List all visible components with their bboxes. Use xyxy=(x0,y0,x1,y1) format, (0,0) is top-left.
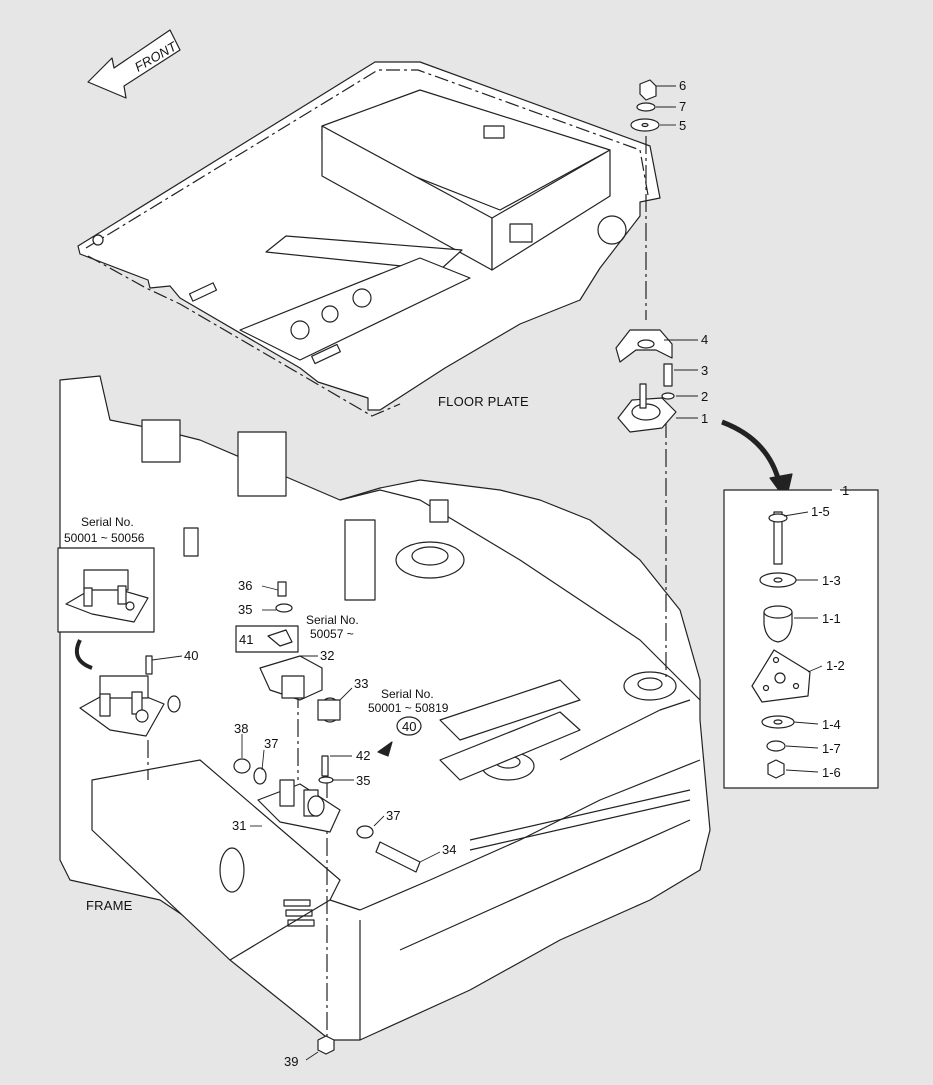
callout-1-1: 1-1 xyxy=(822,611,841,626)
callout-4: 4 xyxy=(701,332,708,347)
callout-1-5: 1-5 xyxy=(811,504,830,519)
callout-1-3: 1-3 xyxy=(822,573,841,588)
callout-1-6: 1-6 xyxy=(822,765,841,780)
leader-lines xyxy=(151,85,823,1061)
frame-label: FRAME xyxy=(86,898,133,913)
callout-39: 39 xyxy=(284,1054,298,1069)
callout-37-right: 37 xyxy=(386,808,400,823)
callout-1-4: 1-4 xyxy=(822,717,841,732)
callout-6: 6 xyxy=(679,78,686,93)
callout-35-bottom: 35 xyxy=(356,773,370,788)
callout-33: 33 xyxy=(354,676,368,691)
serial-right-line2: 50001 ~ 50819 xyxy=(368,701,449,715)
callout-31: 31 xyxy=(232,818,246,833)
callout-3: 3 xyxy=(701,363,708,378)
serial-right-line1: Serial No. xyxy=(381,687,434,701)
callout-36: 36 xyxy=(238,578,252,593)
serial-mid-line2: 50057 ~ xyxy=(310,627,354,641)
frame-drawing xyxy=(59,375,711,1041)
callout-41: 41 xyxy=(239,632,253,647)
callout-1-2: 1-2 xyxy=(826,658,845,673)
callout-38: 38 xyxy=(234,721,248,736)
callout-34: 34 xyxy=(442,842,456,857)
callout-40-ring xyxy=(396,716,422,736)
callout-42: 42 xyxy=(356,748,370,763)
serial-mid-line1: Serial No. xyxy=(306,613,359,627)
callout-2: 2 xyxy=(701,389,708,404)
inset-detail xyxy=(723,489,879,789)
callout-32: 32 xyxy=(320,648,334,663)
floor-plate-label: FLOOR PLATE xyxy=(438,394,529,409)
callout-1: 1 xyxy=(701,411,708,426)
front-arrow-icon xyxy=(87,29,181,99)
callout-40-arrow-icon xyxy=(377,741,393,757)
mount-parts xyxy=(615,79,677,433)
callout-5: 5 xyxy=(679,118,686,133)
serial-detail-box xyxy=(57,547,155,670)
callout-40-left: 40 xyxy=(184,648,198,663)
callout-35-top: 35 xyxy=(238,602,252,617)
detail-arrow-icon xyxy=(721,419,783,487)
serial-left-line1: Serial No. xyxy=(81,515,134,529)
callout-7: 7 xyxy=(679,99,686,114)
labels: FRONT FLOOR PLATE FRAME Serial No. 50001… xyxy=(64,38,849,1069)
inset-title: 1 xyxy=(842,483,849,498)
callout-1-7: 1-7 xyxy=(822,741,841,756)
serial-left-line2: 50001 ~ 50056 xyxy=(64,531,145,545)
floor-plate-drawing xyxy=(77,61,661,417)
bracket-assembly-31-32 xyxy=(233,581,421,1055)
callout-37-left: 37 xyxy=(264,736,278,751)
bracket-assembly-40 xyxy=(79,655,181,737)
callout-40-ring-label: 40 xyxy=(402,719,416,734)
